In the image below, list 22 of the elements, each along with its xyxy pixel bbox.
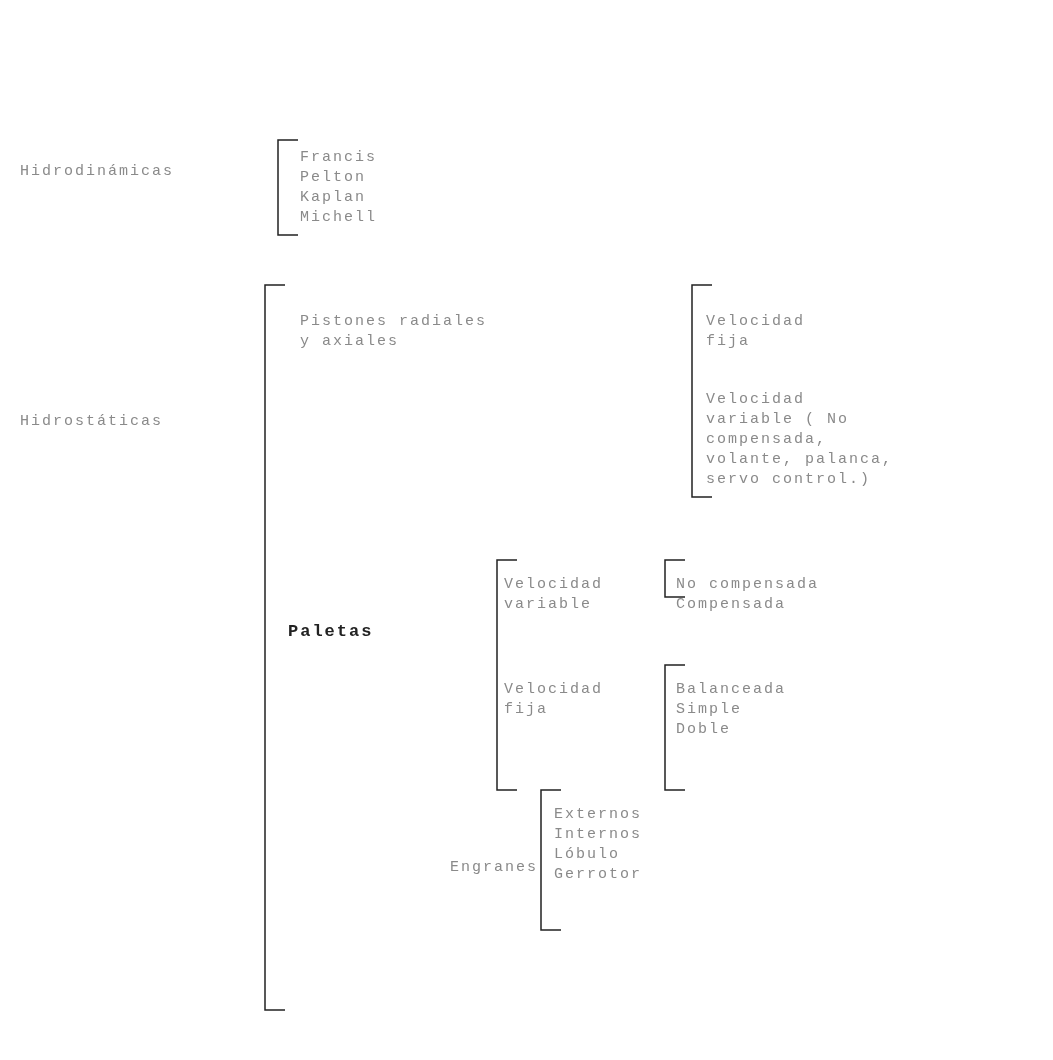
- list-item: Velocidad fija: [706, 312, 806, 352]
- list-item: Michell: [300, 208, 377, 228]
- category-label: Pistones radiales y axiales: [300, 312, 489, 352]
- list-item: Francis: [300, 148, 377, 168]
- list-item: Pelton: [300, 168, 366, 188]
- category-label: Velocidad variable: [504, 575, 604, 615]
- list-item: No compensada: [676, 575, 820, 595]
- category-label: Velocidad fija: [504, 680, 604, 720]
- list-item: Externos: [554, 805, 642, 825]
- category-label: Engranes: [450, 858, 538, 878]
- list-item: Balanceada: [676, 680, 786, 700]
- list-item: Internos: [554, 825, 642, 845]
- list-item: Compensada: [676, 595, 786, 615]
- category-label: Hidrodinámicas: [20, 162, 175, 182]
- list-item: Gerrotor: [554, 865, 642, 885]
- list-item: Doble: [676, 720, 731, 740]
- category-label: Paletas: [288, 622, 374, 642]
- list-item: Simple: [676, 700, 742, 720]
- category-label: Hidrostáticas: [20, 412, 164, 432]
- list-item: Lóbulo: [554, 845, 620, 865]
- list-item: Kaplan: [300, 188, 366, 208]
- list-item: Velocidad variable ( No compensada, volante, palanca, servo control.): [706, 390, 895, 490]
